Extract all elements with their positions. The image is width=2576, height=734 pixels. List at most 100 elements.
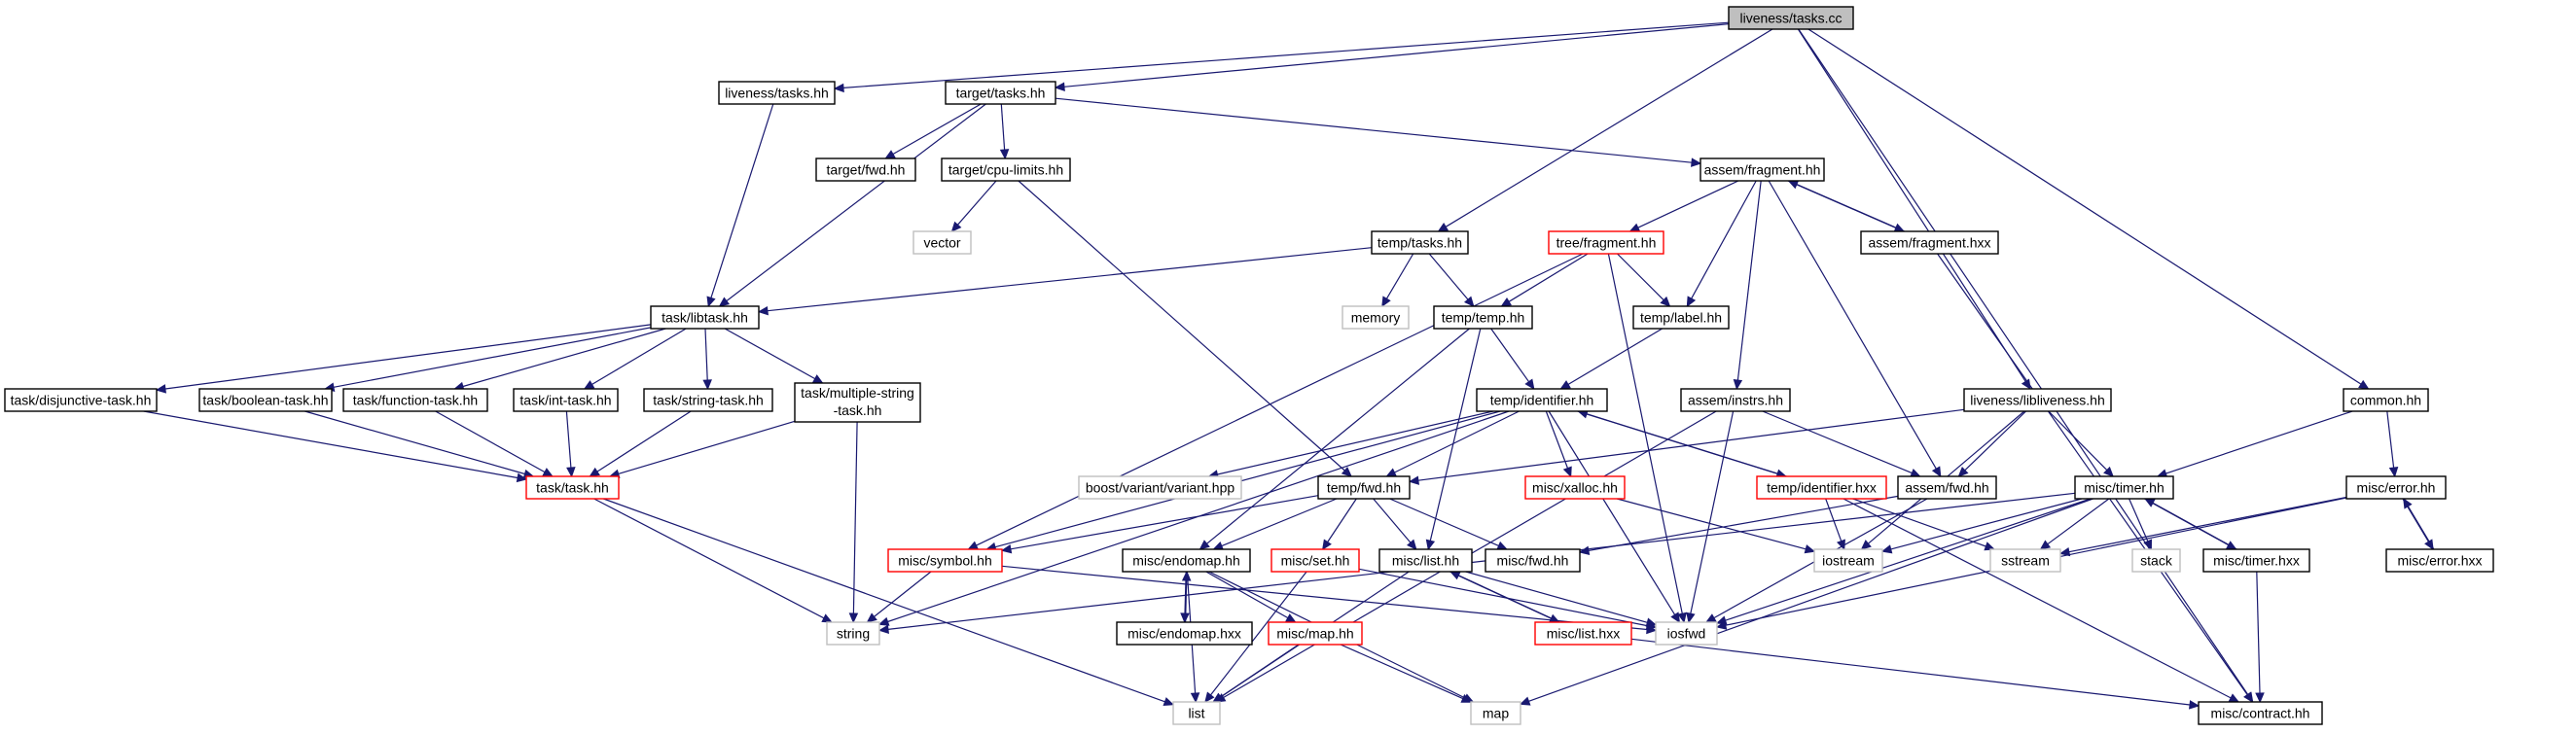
node-misc-timer-hh[interactable]: misc/timer.hh	[2074, 475, 2174, 500]
node-label: liveness/tasks.cc	[1739, 11, 1842, 26]
edge-line	[1691, 180, 1757, 299]
arrowhead-icon	[884, 150, 896, 159]
node-assem-fragment-hxx[interactable]: assem/fragment.hxx	[1860, 230, 1999, 255]
node-assem-fragment-hh[interactable]: assem/fragment.hh	[1699, 157, 1825, 182]
edge-line	[892, 103, 982, 156]
edge-target_tasks_hh-to-target_fwd_hh	[884, 103, 982, 159]
node-misc-error-hh[interactable]: misc/error.hh	[2345, 475, 2447, 500]
edge-line	[2386, 410, 2395, 469]
edge-line	[164, 324, 652, 390]
node-box	[1680, 388, 1791, 412]
edge-temp_fwd_hh-to-misc_list_hh	[1373, 498, 1417, 550]
node-task-libtask-hh[interactable]: task/libtask.hh	[650, 305, 760, 330]
edge-line	[704, 328, 708, 381]
node-temp-fwd-hh[interactable]: temp/fwd.hh	[1317, 475, 1411, 500]
arrowhead-icon	[757, 305, 769, 316]
node-target-fwd-hh[interactable]: target/fwd.hh	[815, 157, 916, 182]
arrowhead-icon	[2388, 467, 2399, 478]
node-task-disjunctive[interactable]: task/disjunctive-task.hh	[4, 388, 158, 412]
node-liveness-libliveness-hh[interactable]: liveness/libliveness.hh	[1963, 388, 2112, 412]
node-box	[1548, 230, 1664, 255]
node-root[interactable]: liveness/tasks.cc	[1728, 6, 1854, 30]
node-misc-endomap-hxx[interactable]: misc/endomap.hxx	[1116, 621, 1253, 646]
node-task-int[interactable]: task/int-task.hh	[513, 388, 619, 412]
node-box	[941, 157, 1071, 182]
edge-line	[852, 421, 858, 614]
node-box	[198, 388, 333, 412]
edge-misc_set_hh-to-iosfwd	[1358, 568, 1658, 631]
edge-line	[1852, 498, 1986, 547]
node-misc-set-hh[interactable]: misc/set.hh	[1270, 548, 1360, 573]
edge-misc_error_hh-to-sstream	[2058, 496, 2347, 557]
arrowhead-icon	[866, 612, 877, 623]
edge-line	[1607, 253, 1683, 614]
node-label: liveness/tasks.hh	[725, 86, 829, 101]
arrowhead-icon	[155, 384, 166, 394]
edge-misc_symbol_hh-to-string	[866, 571, 932, 623]
node-target-cpu-limits-hh[interactable]: target/cpu-limits.hh	[941, 157, 1071, 182]
node-temp-tasks-hh[interactable]: temp/tasks.hh	[1371, 230, 1469, 255]
node-label: misc/error.hxx	[2397, 553, 2482, 569]
node-misc-xalloc-hh[interactable]: misc/xalloc.hh	[1524, 475, 1626, 500]
node-target-tasks-hh[interactable]: target/tasks.hh	[945, 81, 1056, 105]
arrowhead-icon	[1686, 296, 1697, 308]
node-misc-endomap-hh[interactable]: misc/endomap.hh	[1122, 548, 1251, 573]
edge-misc_map_hh-to-map	[1340, 644, 1473, 703]
node-label: liveness/libliveness.hh	[1970, 393, 2105, 408]
edge-line	[1545, 410, 1569, 469]
edge-assem_instrs_hh-to-assem_fwd_hh	[1762, 410, 1921, 477]
edge-task_libtask_hh-to-task_string	[702, 328, 712, 391]
arrowhead-icon	[1559, 380, 1571, 390]
edge-temp_tasks_hh-to-task_libtask_hh	[757, 247, 1373, 316]
node-misc-list-hh[interactable]: misc/list.hh	[1378, 548, 1473, 573]
node-label: misc/endomap.hxx	[1127, 626, 1241, 642]
node-map: map	[1470, 701, 1521, 725]
edge-misc_timer_hh-to-string	[877, 492, 2076, 635]
arrowhead-icon	[877, 616, 890, 626]
edge-assem_fragment_hxx-to-assem_fragment_hh	[1787, 180, 1906, 232]
node-temp-identifier-hxx[interactable]: temp/identifier.hxx	[1756, 475, 1887, 500]
node-temp-label-hh[interactable]: temp/label.hh	[1632, 305, 1730, 330]
node-task-function[interactable]: task/function-task.hh	[342, 388, 488, 412]
arrowhead-icon	[2143, 539, 2153, 551]
node-misc-error-hxx[interactable]: misc/error.hxx	[2385, 548, 2494, 573]
node-common-hh[interactable]: common.hh	[2343, 388, 2429, 412]
node-stack: stack	[2131, 548, 2181, 573]
node-assem-instrs-hh[interactable]: assem/instrs.hh	[1680, 388, 1791, 412]
node-label: common.hh	[2350, 393, 2421, 408]
node-temp-temp-hh[interactable]: temp/temp.hh	[1433, 305, 1533, 330]
edge-temp_label_hh-to-temp_identifier_hh	[1559, 328, 1664, 390]
edge-line	[710, 103, 774, 298]
edge-temp_identifier_hxx-to-sstream	[1852, 498, 1996, 551]
arrowhead-icon	[1406, 539, 1417, 550]
node-misc-map-hh[interactable]: misc/map.hh	[1268, 621, 1363, 646]
edge-line	[1389, 498, 1499, 546]
node-assem-fwd-hh[interactable]: assem/fwd.hh	[1897, 475, 1997, 500]
node-label: boost/variant/variant.hpp	[1086, 480, 1235, 496]
node-misc-timer-hxx[interactable]: misc/timer.hxx	[2202, 548, 2310, 573]
node-misc-contract-hh[interactable]: misc/contract.hh	[2198, 701, 2323, 725]
arrowhead-icon	[706, 296, 716, 308]
node-box	[887, 548, 1003, 573]
node-box	[650, 305, 760, 330]
edge-line	[1825, 498, 1843, 542]
node-sstream: sstream	[1989, 548, 2061, 573]
arrowhead-icon	[848, 612, 859, 624]
node-task-task-hh[interactable]: task/task.hh	[525, 475, 620, 500]
node-box	[1268, 621, 1363, 646]
node-task-string[interactable]: task/string-task.hh	[643, 388, 773, 412]
node-label: tree/fragment.hh	[1556, 235, 1657, 251]
node-liveness-tasks-hh[interactable]: liveness/tasks.hh	[718, 81, 836, 105]
node-box	[2131, 548, 2181, 573]
node-misc-list-hxx[interactable]: misc/list.hxx	[1534, 621, 1632, 646]
node-task-multiple[interactable]: task/multiple-string-task.hh	[794, 382, 921, 423]
node-temp-identifier-hh[interactable]: temp/identifier.hh	[1476, 388, 1608, 412]
node-misc-symbol-hh[interactable]: misc/symbol.hh	[887, 548, 1003, 573]
node-task-boolean[interactable]: task/boolean-task.hh	[198, 388, 333, 412]
arrowhead-icon	[1181, 570, 1192, 581]
node-misc-fwd-hh[interactable]: misc/fwd.hh	[1485, 548, 1581, 573]
node-label: iostream	[1822, 553, 1875, 569]
node-tree-fragment-hh[interactable]: tree/fragment.hh	[1548, 230, 1664, 255]
edge-line	[1797, 28, 2026, 382]
file-nodes: liveness/tasks.cc liveness/tasks.hh target…	[4, 6, 2494, 725]
